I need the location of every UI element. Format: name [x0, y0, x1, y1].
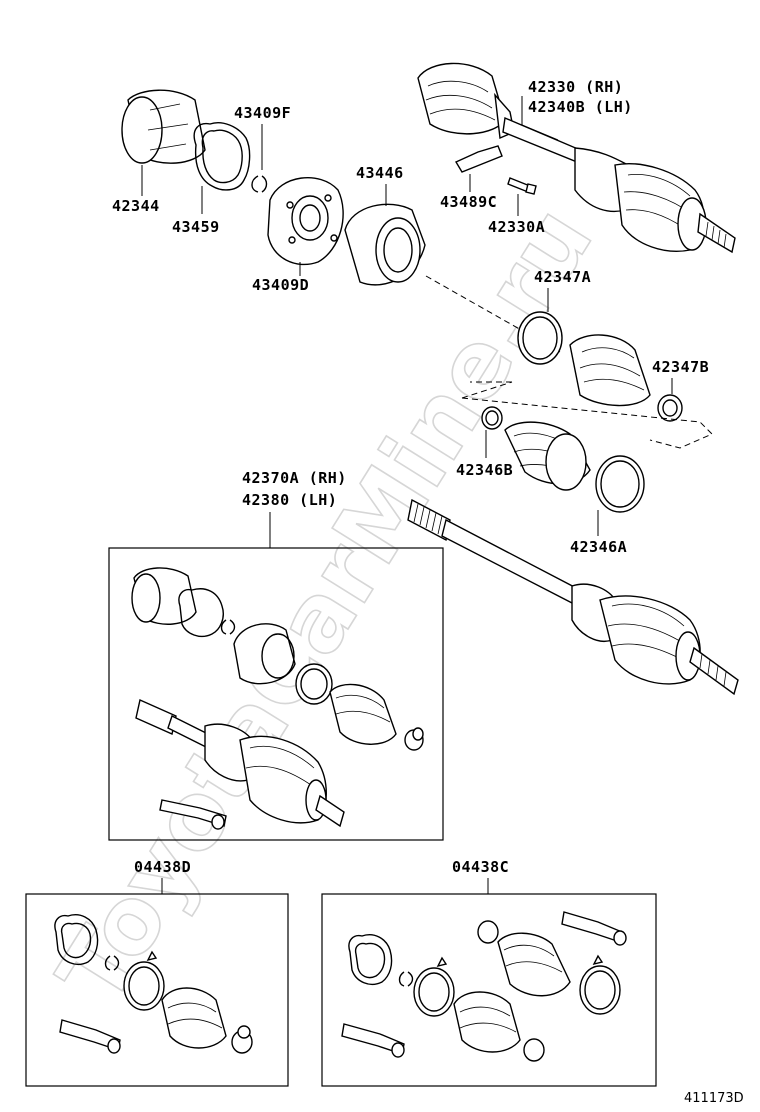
label-43459: 43459 [172, 218, 220, 236]
part-42346b-clamp [481, 406, 503, 430]
label-42346b: 42346B [456, 461, 513, 479]
label-42347b: 42347B [652, 358, 709, 376]
kit-box-04438c [321, 893, 657, 1087]
part-43409f [251, 175, 268, 193]
label-04438c: 04438C [452, 858, 509, 876]
label-42370a: 42370A (RH) [242, 469, 347, 487]
kit-box-04438d [25, 893, 289, 1087]
part-43459 [193, 122, 251, 191]
alignment-line [425, 275, 561, 353]
label-04438d: 04438D [134, 858, 191, 876]
assembly-box-42370a [108, 547, 444, 841]
part-43489c [454, 145, 503, 173]
watermark: ToyotaCarMine.ru [38, 189, 613, 1021]
label-42347a: 42347A [534, 268, 591, 286]
boot-outer [569, 334, 651, 407]
kit-04438c-contents [341, 911, 627, 1062]
part-42347b [657, 394, 683, 422]
part-42347a [517, 311, 563, 365]
assembly-42370a-contents [131, 567, 424, 830]
label-42330: 42330 (RH) [528, 78, 623, 96]
label-43446: 43446 [356, 164, 404, 182]
label-42346a: 42346A [570, 538, 627, 556]
part-43446 [344, 203, 426, 286]
label-42344: 42344 [112, 197, 160, 215]
illustration-reference-code: 411173D [684, 1091, 744, 1106]
group-bracket [461, 381, 713, 449]
boot-inner [504, 421, 591, 491]
outboard-shaft-assembly [417, 62, 736, 254]
part-42346a [595, 455, 645, 513]
label-42340b: 42340B (LH) [528, 98, 633, 116]
part-42330a [507, 177, 537, 195]
label-42380: 42380 (LH) [242, 491, 337, 509]
inboard-shaft-assembly [407, 498, 739, 696]
kit-04438d-contents [54, 914, 253, 1054]
label-43489c: 43489C [440, 193, 497, 211]
label-43409d: 43409D [252, 276, 309, 294]
part-42344 [121, 89, 206, 164]
label-43409f: 43409F [234, 104, 291, 122]
label-42330a: 42330A [488, 218, 545, 236]
part-43409d [267, 176, 344, 266]
